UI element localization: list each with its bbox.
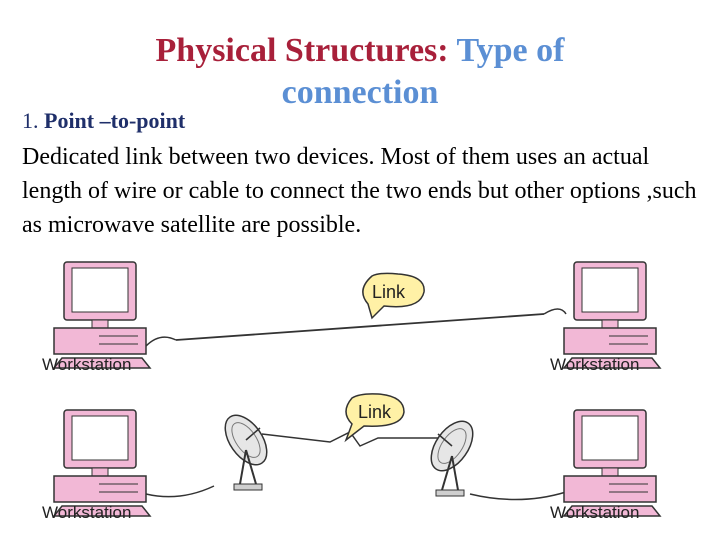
computer-icon (563, 261, 661, 369)
section-number: 1. (22, 108, 39, 133)
section-heading: 1. Point –to-point (22, 108, 185, 134)
bottom-link-label: Link (358, 402, 392, 422)
top-left-label: Workstation (42, 355, 131, 374)
bottom-right-cable (469, 491, 567, 501)
title-part2: Type of (456, 32, 565, 69)
top-link-line (175, 313, 545, 341)
bottom-left-dish (215, 406, 277, 491)
bottom-left-label: Workstation (42, 503, 131, 522)
top-left-cable (145, 336, 177, 347)
satellite-dish-icon (421, 412, 483, 497)
computer-icon (53, 261, 151, 369)
top-right-workstation (563, 261, 661, 369)
top-left-workstation (53, 261, 151, 369)
bottom-right-dish (421, 412, 483, 497)
top-right-cable (543, 308, 567, 315)
computer-icon (563, 409, 661, 517)
title-part1: Physical Structures: (155, 32, 449, 69)
top-right-label: Workstation (550, 355, 639, 374)
bottom-link-callout: Link (344, 393, 405, 443)
point-to-point-diagram: Link Workstation Workstation Link Workst… (42, 261, 661, 522)
computer-icon (53, 409, 151, 517)
bottom-left-cable (145, 485, 215, 498)
satellite-dish-icon (215, 406, 277, 491)
slide-title: Physical Structures: Type of connection (0, 30, 720, 114)
title-part3: connection (281, 74, 439, 111)
bottom-right-label: Workstation (550, 503, 639, 522)
description-text: Dedicated link between two devices. Most… (22, 144, 697, 238)
section-heading-text: Point –to-point (44, 108, 186, 133)
bottom-right-workstation (563, 409, 661, 517)
top-link-callout: Link (362, 272, 425, 320)
top-link-label: Link (372, 282, 406, 302)
bottom-link-signal (261, 431, 440, 447)
bottom-left-workstation (53, 409, 151, 517)
